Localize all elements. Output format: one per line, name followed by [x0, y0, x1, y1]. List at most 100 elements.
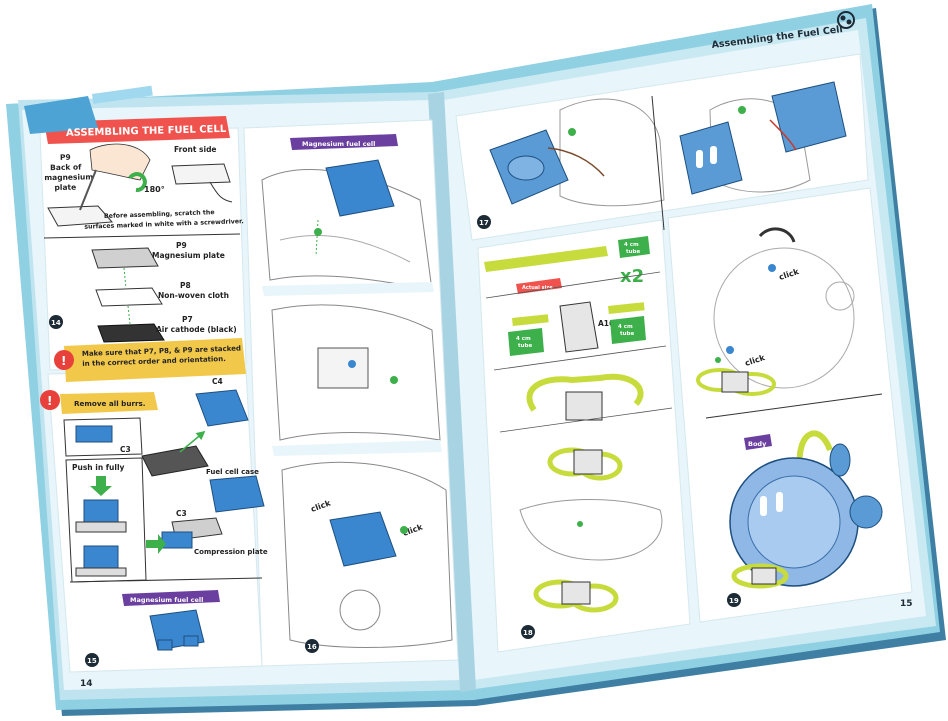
bracket-detail — [317, 347, 369, 389]
step-17-number: 17 — [479, 219, 489, 227]
tube-tag-right-text: 4 cm tube — [618, 324, 635, 337]
header-logo-icon — [837, 11, 855, 29]
p8-label-line1: P8 — [180, 281, 191, 290]
step-14-number: 14 — [51, 319, 61, 327]
front-side-label: Front side — [174, 145, 217, 154]
step-16-number: 16 — [307, 643, 317, 651]
p8-label: P8 Non-woven cloth — [158, 281, 229, 300]
push-label: Push in fully — [72, 463, 125, 472]
tube-tag-right-line1: 4 cm — [618, 324, 633, 330]
robot-sketch-6 — [519, 499, 663, 561]
tube-tag-right — [610, 316, 646, 344]
left-page-number: 14 — [80, 679, 93, 689]
actual-size-tag — [516, 278, 562, 294]
tube-length-tag — [618, 236, 650, 258]
plate-insert — [141, 445, 209, 477]
c4-part — [195, 389, 249, 427]
warning-icon-2-glyph: ! — [47, 394, 52, 408]
p9-label-line2: Magnesium plate — [152, 251, 225, 260]
magnesium-plate-front — [171, 163, 231, 185]
step-14-badge — [49, 315, 63, 329]
body-tag-text: Body — [748, 440, 767, 448]
fuel-cell-case-label: Fuel cell case — [206, 468, 259, 476]
step-15-badge — [85, 653, 99, 667]
robot-sketch-5 — [709, 98, 811, 193]
insert-arrow-icon — [146, 534, 166, 554]
scratch-note-line1: Before assembling, scratch the — [104, 209, 215, 220]
robot-sketch-1 — [261, 169, 433, 291]
rotate-180-icon — [128, 172, 147, 193]
step-18-badge — [521, 625, 535, 639]
tube-tag-left — [508, 328, 544, 356]
a16-label: A16 — [598, 319, 614, 328]
step-15: C3 Push in fully C4 Fuel cell case C3 Co… — [63, 377, 268, 667]
step-18: 4 cm tube x2 Actual size A16 4 cm tube 4… — [484, 236, 673, 639]
fuel-cell-unit-2 — [329, 511, 397, 567]
gutter-shadow — [428, 92, 476, 692]
section-banner-title: ASSEMBLING THE FUEL CELL — [66, 124, 227, 139]
warning-icon-1-glyph: ! — [61, 354, 66, 368]
warning-stack-order: ! Make sure that P7, P8, & P9 are stacke… — [54, 338, 246, 382]
right-page-number: 15 — [900, 599, 913, 609]
robot-sketch-4 — [559, 98, 665, 207]
tube-loop — [526, 373, 644, 412]
fuel-cell-unit-1 — [325, 159, 395, 217]
step-15-tag-text: Magnesium fuel cell — [130, 596, 203, 604]
tube-actual-size — [484, 246, 608, 272]
push-arrow-icon — [90, 476, 112, 496]
c3-part-a — [75, 425, 113, 443]
tube-tag-left-text: 4 cm tube — [516, 336, 533, 349]
tube-length-line1: 4 cm — [624, 242, 639, 248]
compression-plate-label: Compression plate — [194, 548, 268, 556]
step-16-badge — [305, 639, 319, 653]
step-19: click click Body 19 — [696, 227, 883, 607]
a16-connector — [559, 301, 599, 353]
p7-cathode — [97, 323, 165, 343]
p9-plate — [91, 247, 159, 269]
p7-label: P7 Air cathode (black) — [156, 315, 237, 334]
step-14: P9 Magnesium plate P8 Non-woven cloth P7… — [49, 241, 237, 343]
robot-sketch-3 — [281, 461, 453, 648]
p9-back-line2: Back of — [50, 163, 82, 173]
robot-sketch-7 — [713, 247, 855, 389]
step-15-tag — [122, 590, 220, 606]
rotate-label: 180° — [144, 185, 165, 194]
p8-label-line2: Non-woven cloth — [158, 291, 229, 300]
screwdriver-hand — [89, 143, 151, 181]
p9-back-line4: plate — [54, 183, 76, 192]
warning-2-text: Remove all burrs. — [74, 399, 146, 408]
c3-part-pushed — [83, 499, 119, 523]
warning-icon-1 — [54, 350, 74, 370]
tube-length-text: 4 cm tube — [624, 242, 641, 255]
warning-icon-2 — [40, 390, 60, 410]
p9-label: P9 Magnesium plate — [152, 241, 225, 260]
c3-label-b: C3 — [176, 509, 187, 518]
fuel-cell-case — [209, 475, 265, 513]
body-tag — [744, 434, 772, 450]
p9-back-label: P9 Back of magnesium plate — [44, 152, 96, 192]
p7-label-line1: P7 — [182, 315, 193, 324]
p9-label-line1: P9 — [176, 241, 187, 250]
step-15-number: 15 — [87, 657, 97, 665]
c4-label: C4 — [212, 377, 223, 386]
section-banner: ASSEMBLING THE FUEL CELL — [24, 85, 230, 144]
step-19-number: 19 — [729, 597, 739, 605]
p7-label-line2: Air cathode (black) — [156, 325, 237, 334]
right-shell-back — [771, 81, 847, 153]
step-17-badge — [477, 215, 491, 229]
p9-back-line1: P9 — [60, 153, 71, 162]
c3-label-a: C3 — [120, 445, 131, 454]
step-19-badge — [727, 593, 741, 607]
p9-back-line3: magnesium — [44, 172, 93, 182]
step-17: 17 — [477, 81, 847, 231]
tube-tag-right-line2: tube — [620, 331, 634, 337]
tube-tag-left-line1: 4 cm — [516, 336, 531, 342]
tube-length-line2: tube — [626, 249, 640, 255]
tube-tag-left-line2: tube — [518, 343, 532, 349]
warning-burrs: ! Remove all burrs. — [40, 390, 158, 414]
actual-size-text: Actual size — [522, 285, 553, 291]
step-16-tag — [290, 134, 398, 150]
p8-cloth — [95, 287, 163, 307]
c3-part-b — [161, 531, 193, 549]
